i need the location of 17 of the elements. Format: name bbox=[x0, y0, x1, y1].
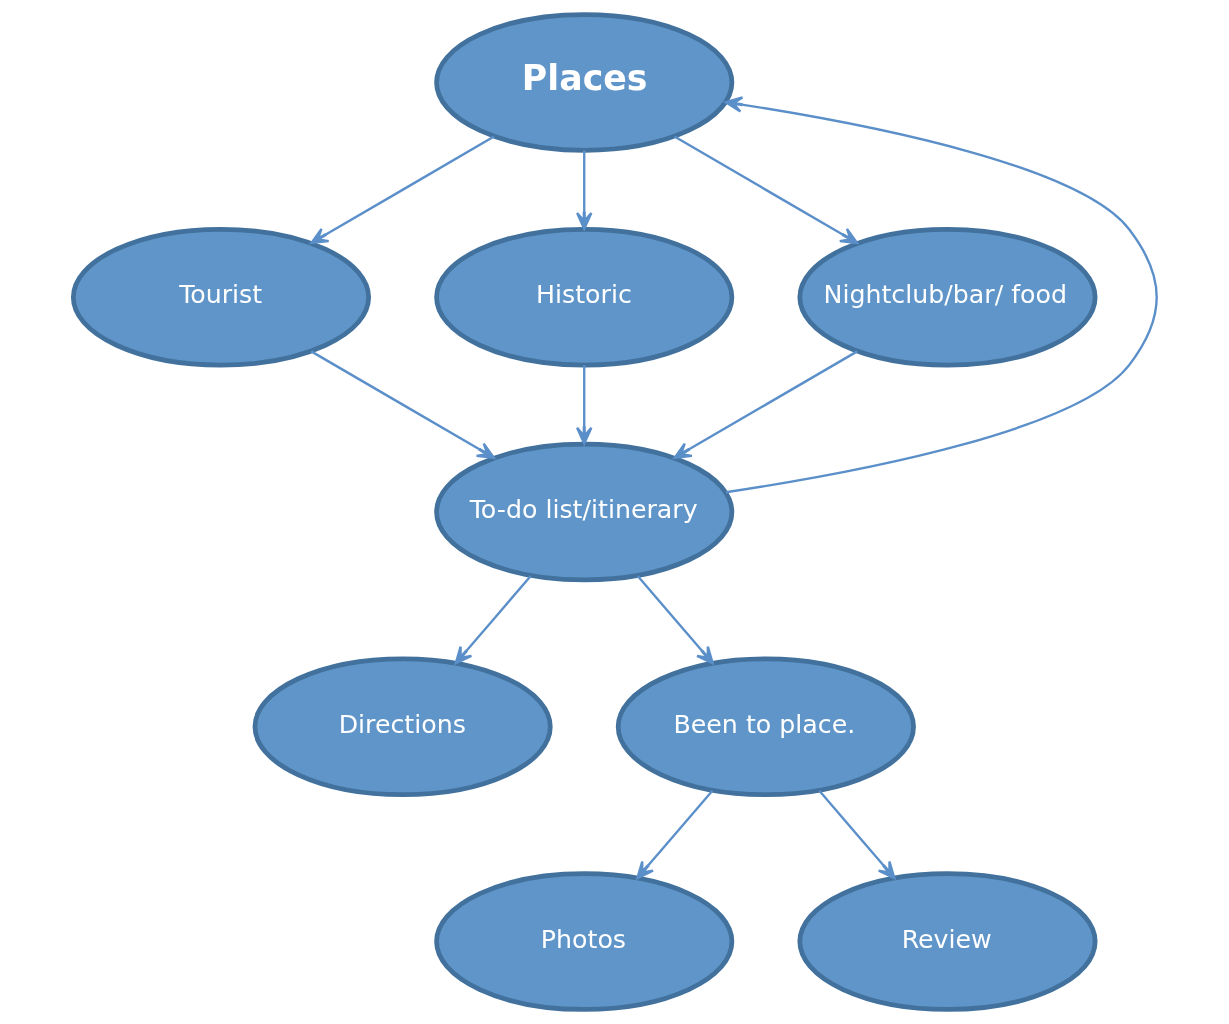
arrow bbox=[636, 575, 714, 665]
node-ellipse: Been to place. bbox=[615, 656, 916, 798]
node-ellipse: Photos bbox=[433, 871, 734, 1012]
arrow bbox=[575, 365, 593, 445]
arrow bbox=[309, 135, 495, 245]
arrow bbox=[575, 150, 593, 230]
node-ellipse: Directions bbox=[252, 656, 553, 798]
node-ellipse: Review bbox=[796, 871, 1097, 1012]
arrow bbox=[635, 789, 713, 880]
node-ellipse: Places bbox=[433, 12, 734, 153]
node-ellipse: Historic bbox=[433, 226, 734, 368]
arrow bbox=[310, 350, 495, 459]
arrow bbox=[817, 789, 896, 880]
arrow bbox=[673, 135, 858, 245]
arrow bbox=[454, 575, 532, 665]
arrow bbox=[672, 350, 858, 459]
arrow bbox=[724, 96, 1158, 494]
